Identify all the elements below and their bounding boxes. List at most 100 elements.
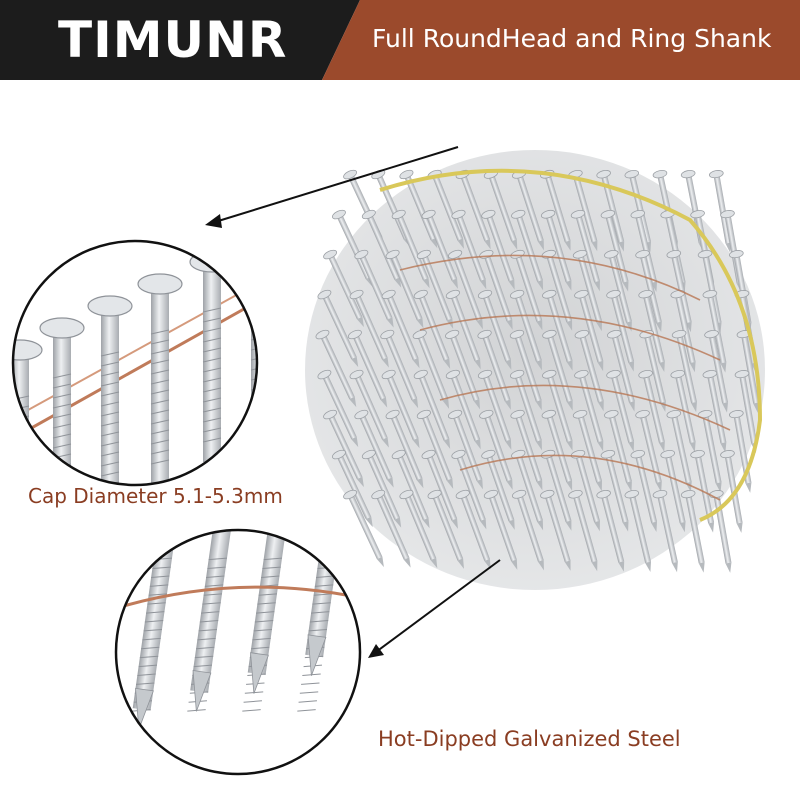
coil-nail <box>347 329 388 408</box>
coil-nail <box>416 409 454 489</box>
coil-nail <box>604 249 632 332</box>
closeup-nail <box>39 317 85 485</box>
coil-nail <box>572 249 602 332</box>
closeup-nail-shank <box>187 530 233 712</box>
coil-nail <box>315 329 357 408</box>
coil-nail <box>606 289 635 372</box>
retaining-band <box>379 168 763 522</box>
coil-nail <box>445 289 481 370</box>
coil-nail <box>511 449 544 531</box>
coil-nail <box>451 449 487 530</box>
coil-nail <box>596 169 625 252</box>
coil-nail <box>385 249 424 329</box>
closeup-nail-shank <box>132 530 178 730</box>
coil-nail <box>391 209 430 289</box>
coil-nail <box>596 489 625 572</box>
cap-diameter-label: Cap Diameter 5.1-5.3mm <box>28 484 283 508</box>
coil-nail <box>624 489 652 572</box>
coil-nail <box>481 449 515 530</box>
callout-arrow-bottom <box>368 559 501 658</box>
coil-nail <box>607 329 635 412</box>
header-tagline: Full RoundHead and Ring Shank <box>372 24 772 53</box>
galvanized-steel-label: Hot-Dipped Galvanized Steel <box>378 727 681 751</box>
coil-nail <box>391 449 430 529</box>
coil-nail <box>371 489 411 568</box>
coil-nail <box>323 249 364 328</box>
coil-nail <box>448 409 483 490</box>
coil-nail <box>477 369 512 450</box>
coil-nail <box>540 489 571 571</box>
closeup-nail <box>137 273 183 484</box>
coil-nail <box>451 209 487 290</box>
coil-nail <box>635 249 662 332</box>
coil-nail <box>704 330 729 413</box>
coil-nail <box>671 330 697 413</box>
coil-nail <box>381 369 420 449</box>
coil-nail <box>510 409 543 491</box>
coil-nail <box>635 409 662 492</box>
header-banner: TIMUNR Full RoundHead and Ring Shank <box>0 0 800 80</box>
coil-nail <box>630 449 658 532</box>
cap-detail-circle <box>11 239 259 487</box>
nail-coil <box>305 150 765 590</box>
coil-nail <box>399 489 438 569</box>
closeup-nail-shank <box>242 530 288 712</box>
closeup-nail <box>87 295 133 485</box>
coil-nail <box>349 289 389 368</box>
coil-nail <box>509 329 542 411</box>
coil-nail <box>702 290 727 373</box>
coil-nail <box>481 209 515 290</box>
coil-nail <box>343 489 384 568</box>
coil-nail <box>399 169 438 249</box>
coil-nail <box>638 369 665 452</box>
coil-nail <box>354 249 394 328</box>
header-background <box>0 0 800 80</box>
coil-nail <box>421 449 458 529</box>
coil-nail <box>479 409 513 490</box>
coil-nail <box>690 450 715 533</box>
coil-nail <box>600 449 629 532</box>
coil-nail <box>332 449 373 528</box>
coil-nail <box>666 410 692 493</box>
coil-nail <box>445 369 481 450</box>
coil-nail <box>448 249 483 330</box>
coil-nail-rows <box>315 169 760 573</box>
coil-nail <box>361 209 402 288</box>
coil-nail <box>455 489 491 570</box>
coil-nail <box>317 289 359 368</box>
coil-nail <box>477 329 511 410</box>
coil-nail <box>540 209 572 291</box>
coil-nail <box>574 369 604 452</box>
callout-arrow-top <box>205 146 459 228</box>
coil-nail <box>570 209 600 292</box>
coil-nail <box>574 329 604 412</box>
shank-detail-circle <box>114 528 362 776</box>
coil-nail <box>445 329 481 410</box>
coil-nail <box>511 489 544 571</box>
coil-nail <box>427 489 464 569</box>
coil-nail <box>697 410 722 493</box>
coil-nail <box>652 490 678 573</box>
coil-nail <box>638 289 665 372</box>
coil-nail <box>604 409 632 492</box>
coil-nail <box>606 369 635 452</box>
coil-nail <box>477 289 512 370</box>
coil-nail <box>349 369 389 448</box>
coil-nail <box>572 409 602 492</box>
coil-nail <box>421 209 458 289</box>
coil-nail <box>542 289 573 371</box>
brand-logo: TIMUNR <box>58 11 288 69</box>
coil-nail <box>361 449 402 528</box>
coil-nail <box>412 329 450 409</box>
coil-nail <box>354 409 394 488</box>
coil-nail <box>541 249 573 331</box>
coil-nail <box>317 369 359 448</box>
coil-nail <box>600 209 629 292</box>
coil-nail <box>542 369 573 451</box>
coil-nail <box>670 290 696 373</box>
coil-nail <box>542 329 573 411</box>
coil-nail <box>483 489 518 570</box>
coil-nail <box>568 489 598 572</box>
coil-nail <box>413 369 451 449</box>
